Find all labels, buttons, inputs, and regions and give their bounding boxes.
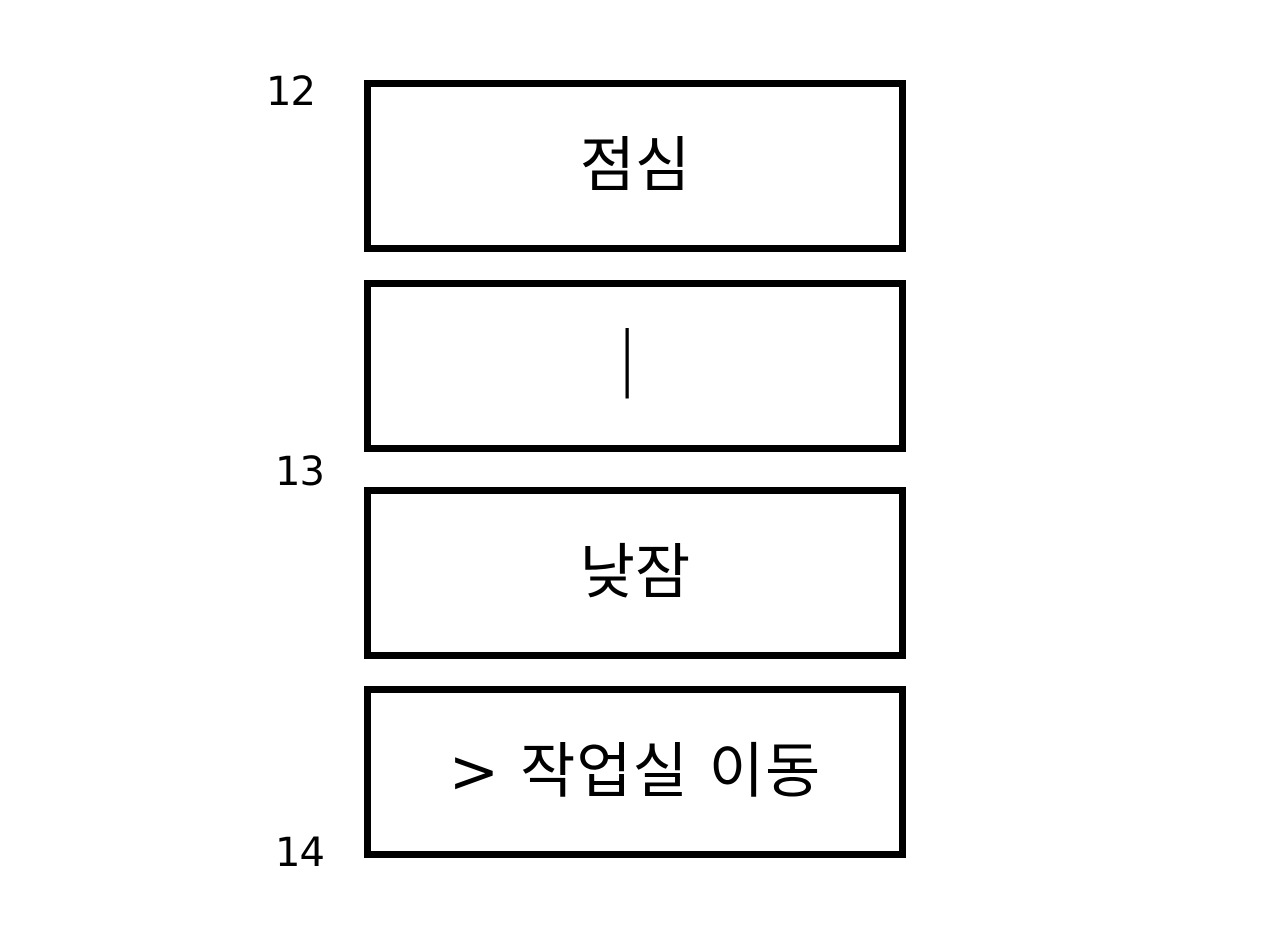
time-block-continuation: | <box>364 280 906 452</box>
hour-label-13: 13 <box>275 449 325 495</box>
time-block-label: 점심 <box>579 131 691 201</box>
hour-label-12: 12 <box>266 69 316 115</box>
hour-label-14: 14 <box>275 830 325 876</box>
time-block-nap: 낮잠 <box>364 487 906 659</box>
time-block-label: > 작업실 이동 <box>448 737 822 807</box>
time-block-move-to-studio: > 작업실 이동 <box>364 686 906 858</box>
continuation-mark: | <box>615 317 639 399</box>
time-block-label: 낮잠 <box>579 538 691 608</box>
time-block-lunch: 점심 <box>364 80 906 252</box>
